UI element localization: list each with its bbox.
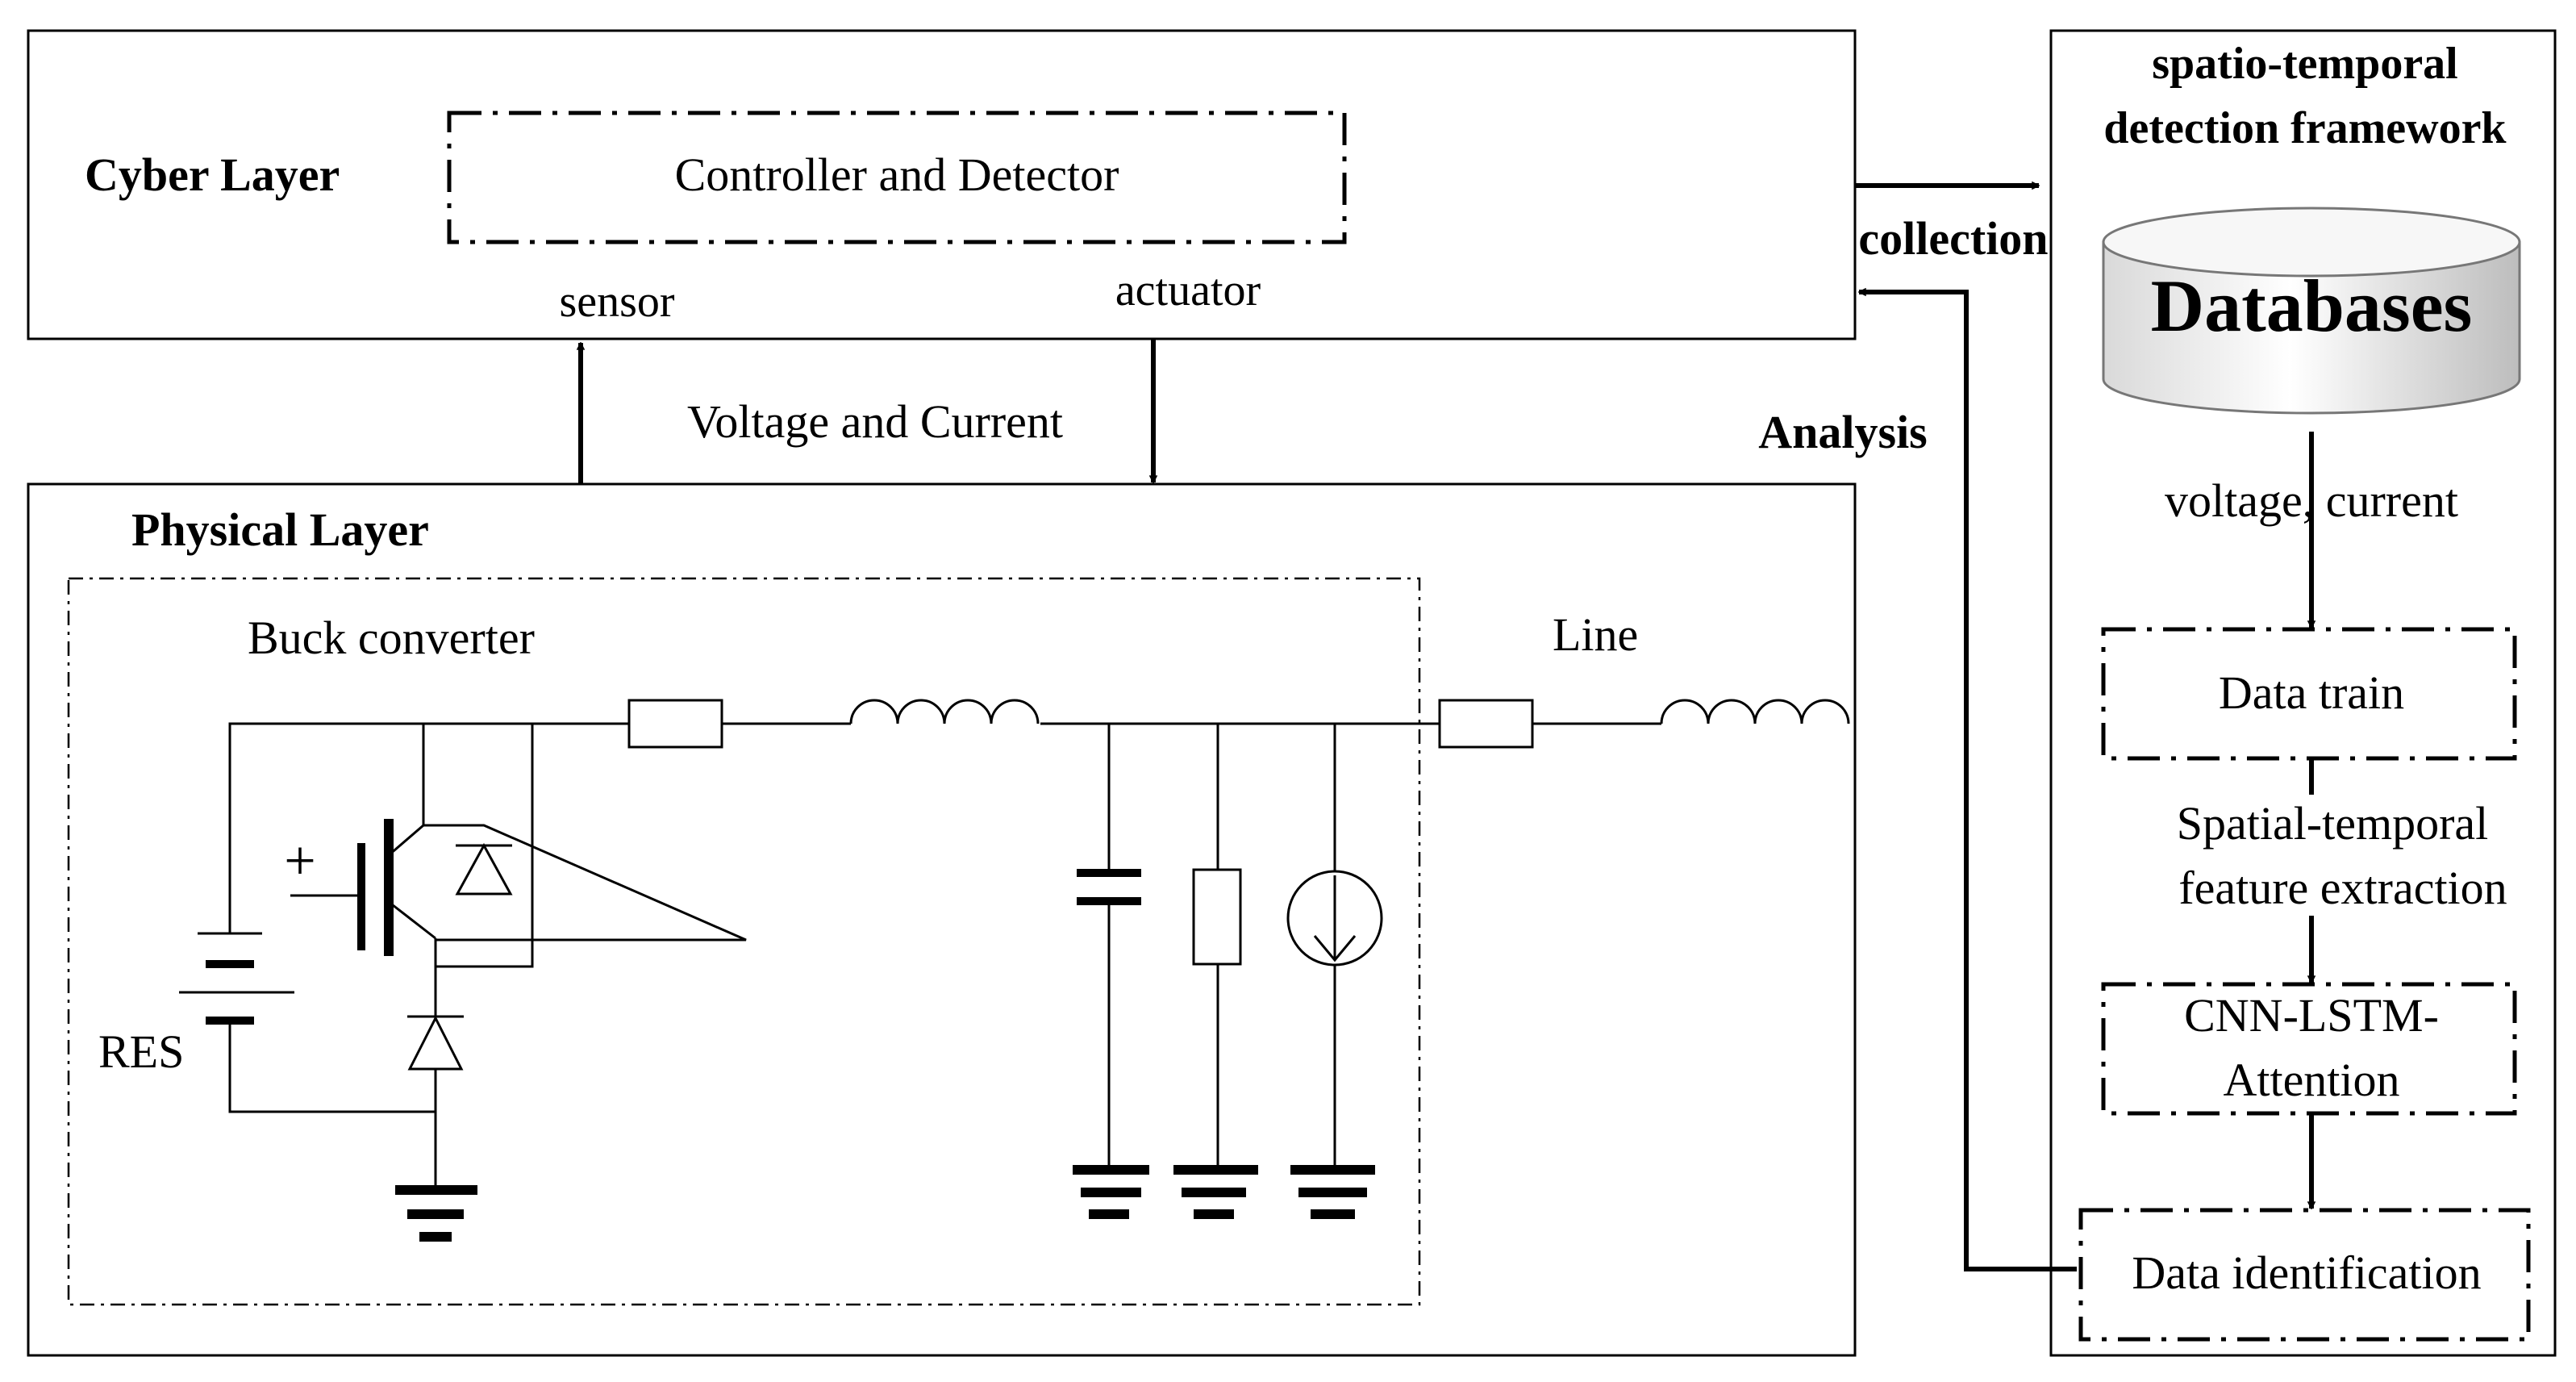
data-train-label: Data train [2219,666,2404,719]
plus-sign: + [284,830,315,892]
physical-layer-box [27,482,1857,1357]
freewheel-diode [407,1015,464,1071]
circuit-wiring [228,722,1661,1190]
line-resistor [1438,699,1534,749]
ground-resistor [1173,1165,1258,1219]
feature-label-bg [2141,795,2528,916]
ground-current-source [1290,1165,1375,1219]
igbt-switch [357,819,394,956]
voltage-current-signal-label: Voltage and Current [687,395,1063,448]
physical-layer: Physical Layer Buck converter Line RES + [27,482,1857,1357]
current-source [1286,870,1383,967]
framework-box [2049,29,2557,1357]
cyber-layer-title: Cyber Layer [85,148,340,201]
controller-detector-box [447,111,1347,244]
model-label-line1: CNN-LSTM- [2184,989,2439,1042]
model-label-line2: Attention [2223,1054,2399,1106]
data-identification-label: Data identification [2132,1246,2481,1299]
physical-layer-title: Physical Layer [131,503,429,556]
line-inductor [1660,699,1850,724]
controller-detector-label: Controller and Detector [675,148,1119,201]
line-label: Line [1553,608,1638,661]
buck-inductor [849,699,1040,724]
ground-capacitor [1073,1165,1149,1219]
actuator-label: actuator [1115,265,1261,315]
cyber-layer: Cyber Layer Controller and Detector sens… [27,29,1857,340]
feature-extraction-line1: Spatial-temporal [2177,797,2489,850]
framework-title-line2: detection framework [2103,103,2507,153]
buck-converter-boundary [67,577,1421,1306]
analysis-feedback-arrow [1859,292,2077,1271]
database-label: Databases [2151,265,2473,347]
cnn-lstm-attention-box [2101,982,2517,1116]
ground-switch [395,1185,477,1242]
framework-title-line1: spatio-temporal [2152,39,2458,89]
collection-label: collection [1858,212,2048,265]
data-train-box [2101,627,2517,761]
res-battery [179,932,294,1025]
buck-resistor [627,699,723,749]
data-identification-box [2078,1208,2531,1342]
detection-framework: spatio-temporal detection framework Data… [2049,29,2557,1357]
voltage-current-input-label: voltage, current [2165,474,2458,527]
output-capacitor [1077,869,1141,905]
analysis-label: Analysis [1758,406,1928,458]
res-label: RES [98,1025,184,1078]
database-icon [2102,207,2521,415]
igbt-diode [455,842,513,896]
load-resistor [1192,868,1242,966]
buck-converter-label: Buck converter [248,612,535,664]
feature-extraction-line2: feature extraction [2178,862,2507,914]
sensor-label: sensor [559,277,674,327]
